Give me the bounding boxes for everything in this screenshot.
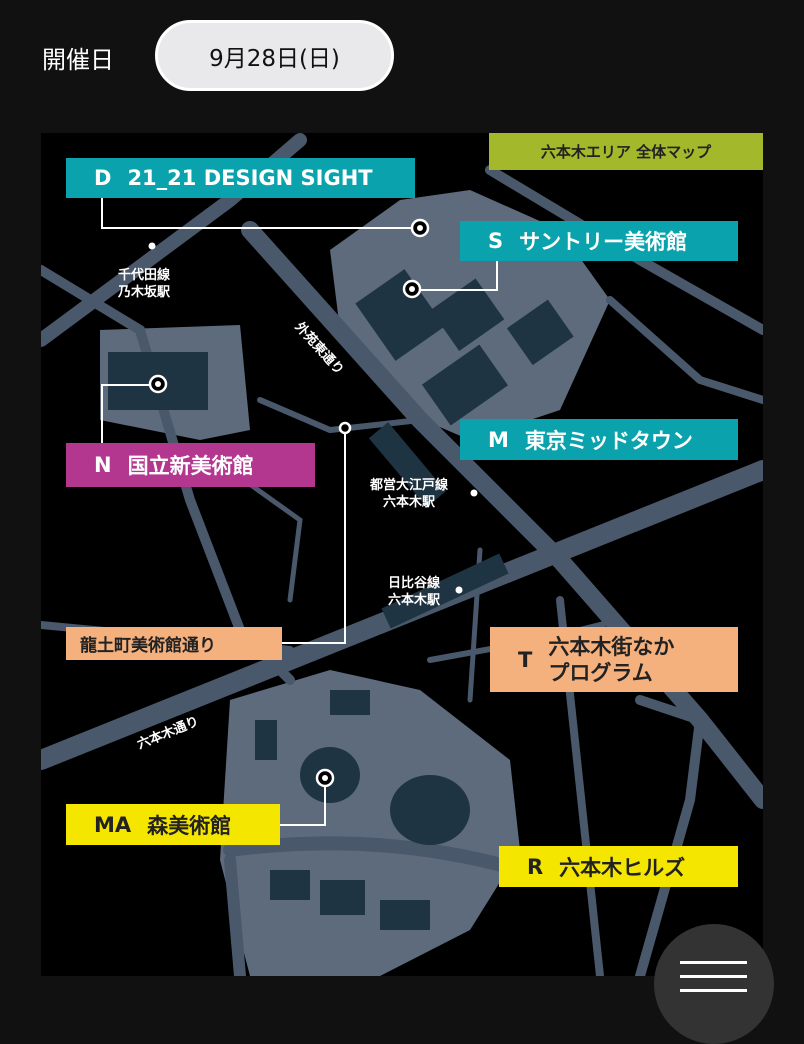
station-nogizaka: 千代田線乃木坂駅	[118, 268, 171, 300]
venue-code: T	[518, 647, 533, 672]
venue-label-r[interactable]: R 六本木ヒルズ	[499, 846, 738, 887]
event-date-label: 開催日	[42, 46, 114, 74]
venue-name: 21_21 DESIGN SIGHT	[127, 166, 373, 190]
venue-name: 国立新美術館	[127, 454, 254, 478]
venue-code: M	[488, 427, 509, 452]
station-roppongi-hibiya: 日比谷線六本木駅	[388, 576, 441, 608]
venue-name-line2: プログラム	[548, 660, 653, 685]
venue-name: サントリー美術館	[519, 230, 688, 254]
venue-code: D	[94, 166, 112, 190]
date-selector[interactable]: 9月28日(日)	[155, 20, 394, 91]
venue-label-t[interactable]: T 六本木街なかプログラム	[490, 627, 738, 692]
venue-code: S	[488, 229, 504, 253]
venue-label-n[interactable]: N 国立新美術館	[66, 443, 315, 487]
station-roppongi-oedo: 都営大江戸線六本木駅	[370, 478, 449, 510]
venue-label-m[interactable]: M 東京ミッドタウン	[460, 419, 738, 460]
venue-label-d[interactable]: D 21_21 DESIGN SIGHT	[66, 158, 415, 198]
venue-label-ma[interactable]: MA 森美術館	[66, 804, 280, 845]
venue-label-s[interactable]: S サントリー美術館	[460, 221, 738, 261]
venue-name: 六本木街なか	[548, 634, 675, 659]
venue-name: 森美術館	[147, 813, 232, 838]
venue-code: MA	[94, 812, 132, 837]
venue-code: R	[527, 854, 544, 879]
venue-name: 六本木ヒルズ	[559, 855, 686, 880]
menu-button[interactable]	[654, 924, 774, 1044]
venue-code: N	[94, 453, 112, 477]
venue-name: 東京ミッドタウン	[524, 428, 693, 453]
menu-icon	[680, 961, 747, 964]
street-label[interactable]: 龍土町美術館通り	[66, 627, 282, 660]
map-title: 六本木エリア 全体マップ	[489, 133, 763, 170]
